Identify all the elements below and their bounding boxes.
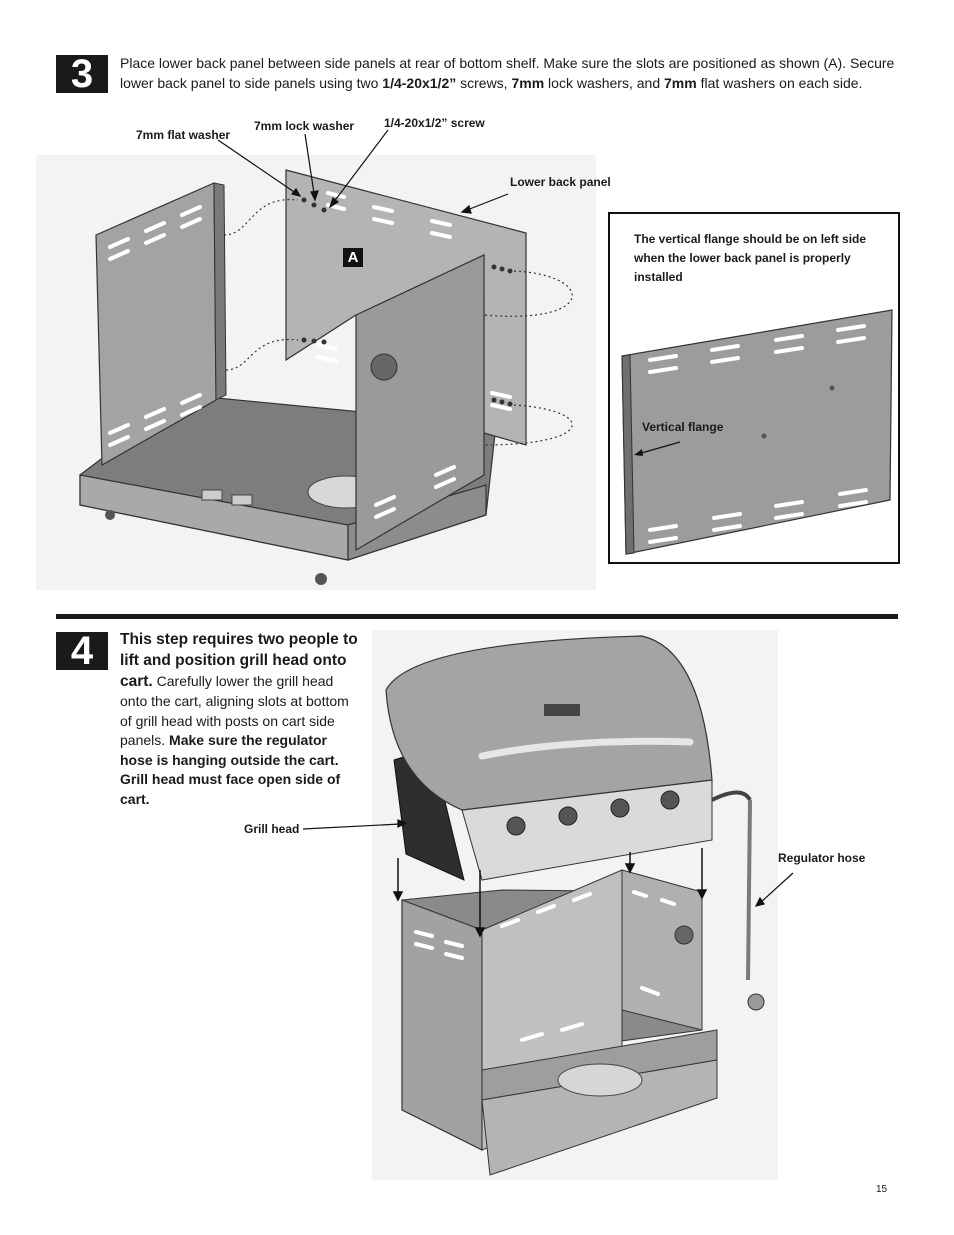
label-lower-back-panel: Lower back panel: [510, 175, 611, 189]
step-3-number: 3: [56, 54, 108, 94]
cart-assembly-illustration: [36, 155, 596, 590]
label-grill-head: Grill head: [244, 822, 300, 836]
inset-note: The vertical flange should be on left si…: [634, 232, 867, 284]
label-screw: 1/4-20x1/2” screw: [384, 116, 485, 130]
marker-a: A: [343, 248, 363, 267]
grill-head-illustration: [372, 630, 778, 1180]
section-divider: [56, 614, 898, 619]
page-number: 15: [876, 1184, 888, 1195]
step-3-leader-lines: [217, 129, 509, 214]
label-7mm-lock-washer: 7mm lock washer: [254, 119, 355, 133]
step-3-instructions: Place lower back panel between side pane…: [120, 55, 895, 91]
back-panel-detail-illustration: [621, 309, 893, 555]
flange-inset-box: The vertical flange should be on left si…: [608, 212, 900, 564]
label-regulator-hose: Regulator hose: [778, 851, 866, 865]
label-7mm-flat-washer: 7mm flat washer: [136, 128, 231, 142]
step-4-instructions: This step requires two people to lift an…: [120, 631, 358, 807]
label-vertical-flange: Vertical flange: [642, 420, 724, 434]
step-4-number: 4: [56, 631, 108, 671]
